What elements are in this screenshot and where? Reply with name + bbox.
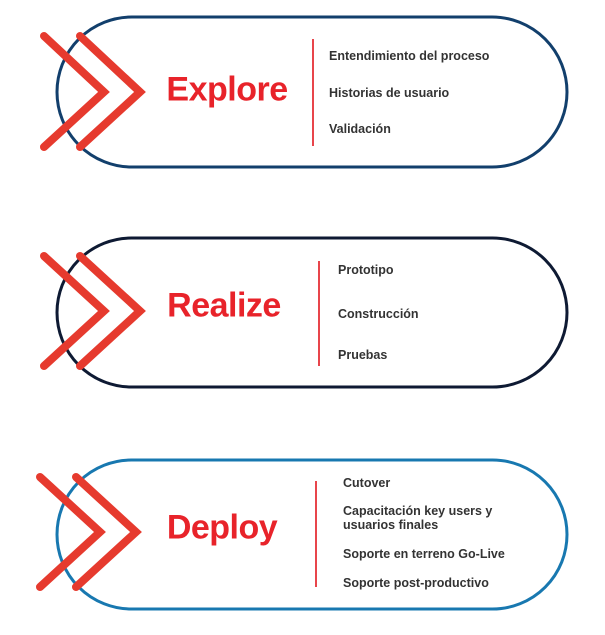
realize-pill (40, 236, 569, 389)
phase-item: Soporte post-productivo (343, 576, 489, 590)
divider (312, 39, 314, 146)
phase-item: Prototipo (338, 263, 394, 277)
double-chevron-icon (40, 32, 146, 151)
divider (315, 481, 317, 587)
deploy-pill (36, 458, 569, 611)
phase-item: Pruebas (338, 348, 388, 362)
phase-title-deploy: Deploy (166, 508, 278, 547)
phase-item: Soporte en terreno Go-Live (343, 547, 505, 561)
double-chevron-icon (36, 473, 142, 591)
phase-item: Construcción (338, 307, 419, 321)
phase-item: Historias de usuario (329, 86, 450, 100)
phase-title-realize: Realize (167, 286, 281, 325)
phase-title-explore: Explore (166, 70, 288, 109)
phase-item: Entendimiento del proceso (329, 49, 490, 63)
phase-item: Validación (329, 122, 391, 136)
double-chevron-icon (40, 252, 146, 370)
explore-pill (40, 15, 569, 169)
divider (318, 261, 320, 366)
phase-item: Cutover (343, 476, 391, 490)
phase-item: Capacitación key users y usuarios finale… (343, 504, 493, 532)
